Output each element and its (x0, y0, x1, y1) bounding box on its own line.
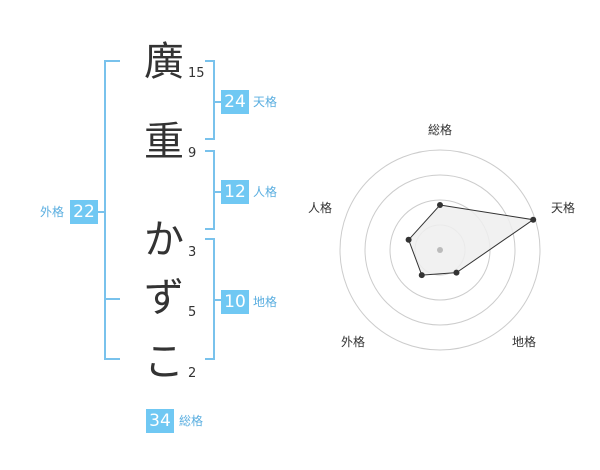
gaikaku-badge: 22 (70, 200, 98, 224)
name-char-3: か (144, 217, 184, 263)
jinkaku-label: 人格 (253, 185, 278, 199)
radar-point-4 (418, 272, 425, 279)
radar-grid-ring-3 (364, 174, 516, 326)
gaikaku-label: 外格 (40, 205, 65, 219)
radar-label-gaikaku: 外格 (341, 334, 365, 349)
radar-label-chikaku: 地格 (512, 334, 536, 349)
stroke-count-3: 3 (188, 245, 197, 260)
chikaku-label: 地格 (253, 295, 278, 309)
stroke-count-1: 15 (188, 66, 205, 81)
name-char-1: 廣 (144, 39, 184, 85)
soukaku-label: 総格 (179, 414, 204, 428)
radar-area (408, 204, 535, 276)
radar-label-jinkaku: 人格 (308, 200, 332, 215)
radar-points (405, 202, 537, 279)
soukaku-badge: 34 (146, 409, 174, 433)
radar-label-tenkaku: 天格 (551, 200, 575, 215)
radar-chart: 総格 天格 地格 外格 人格 (308, 122, 575, 351)
radar-label-soukaku: 総格 (428, 122, 452, 137)
stroke-count-2: 9 (188, 146, 197, 161)
stroke-count-5: 2 (188, 366, 197, 381)
chikaku-badge: 10 (221, 290, 249, 314)
radar-point-5 (405, 236, 412, 243)
name-char-4: ず (144, 275, 184, 321)
tenkaku-label: 天格 (253, 95, 278, 109)
radar-center-point (437, 247, 443, 253)
stroke-count-4: 5 (188, 305, 197, 320)
radar-point-1 (437, 202, 443, 208)
name-char-2: 重 (144, 119, 184, 165)
radar-point-2 (530, 216, 537, 223)
jinkaku-badge: 12 (221, 180, 249, 204)
radar-point-3 (453, 269, 460, 276)
tenkaku-badge: 24 (221, 90, 249, 114)
radar-grid-ring-4 (339, 149, 541, 351)
name-char-5: こ (144, 339, 184, 385)
